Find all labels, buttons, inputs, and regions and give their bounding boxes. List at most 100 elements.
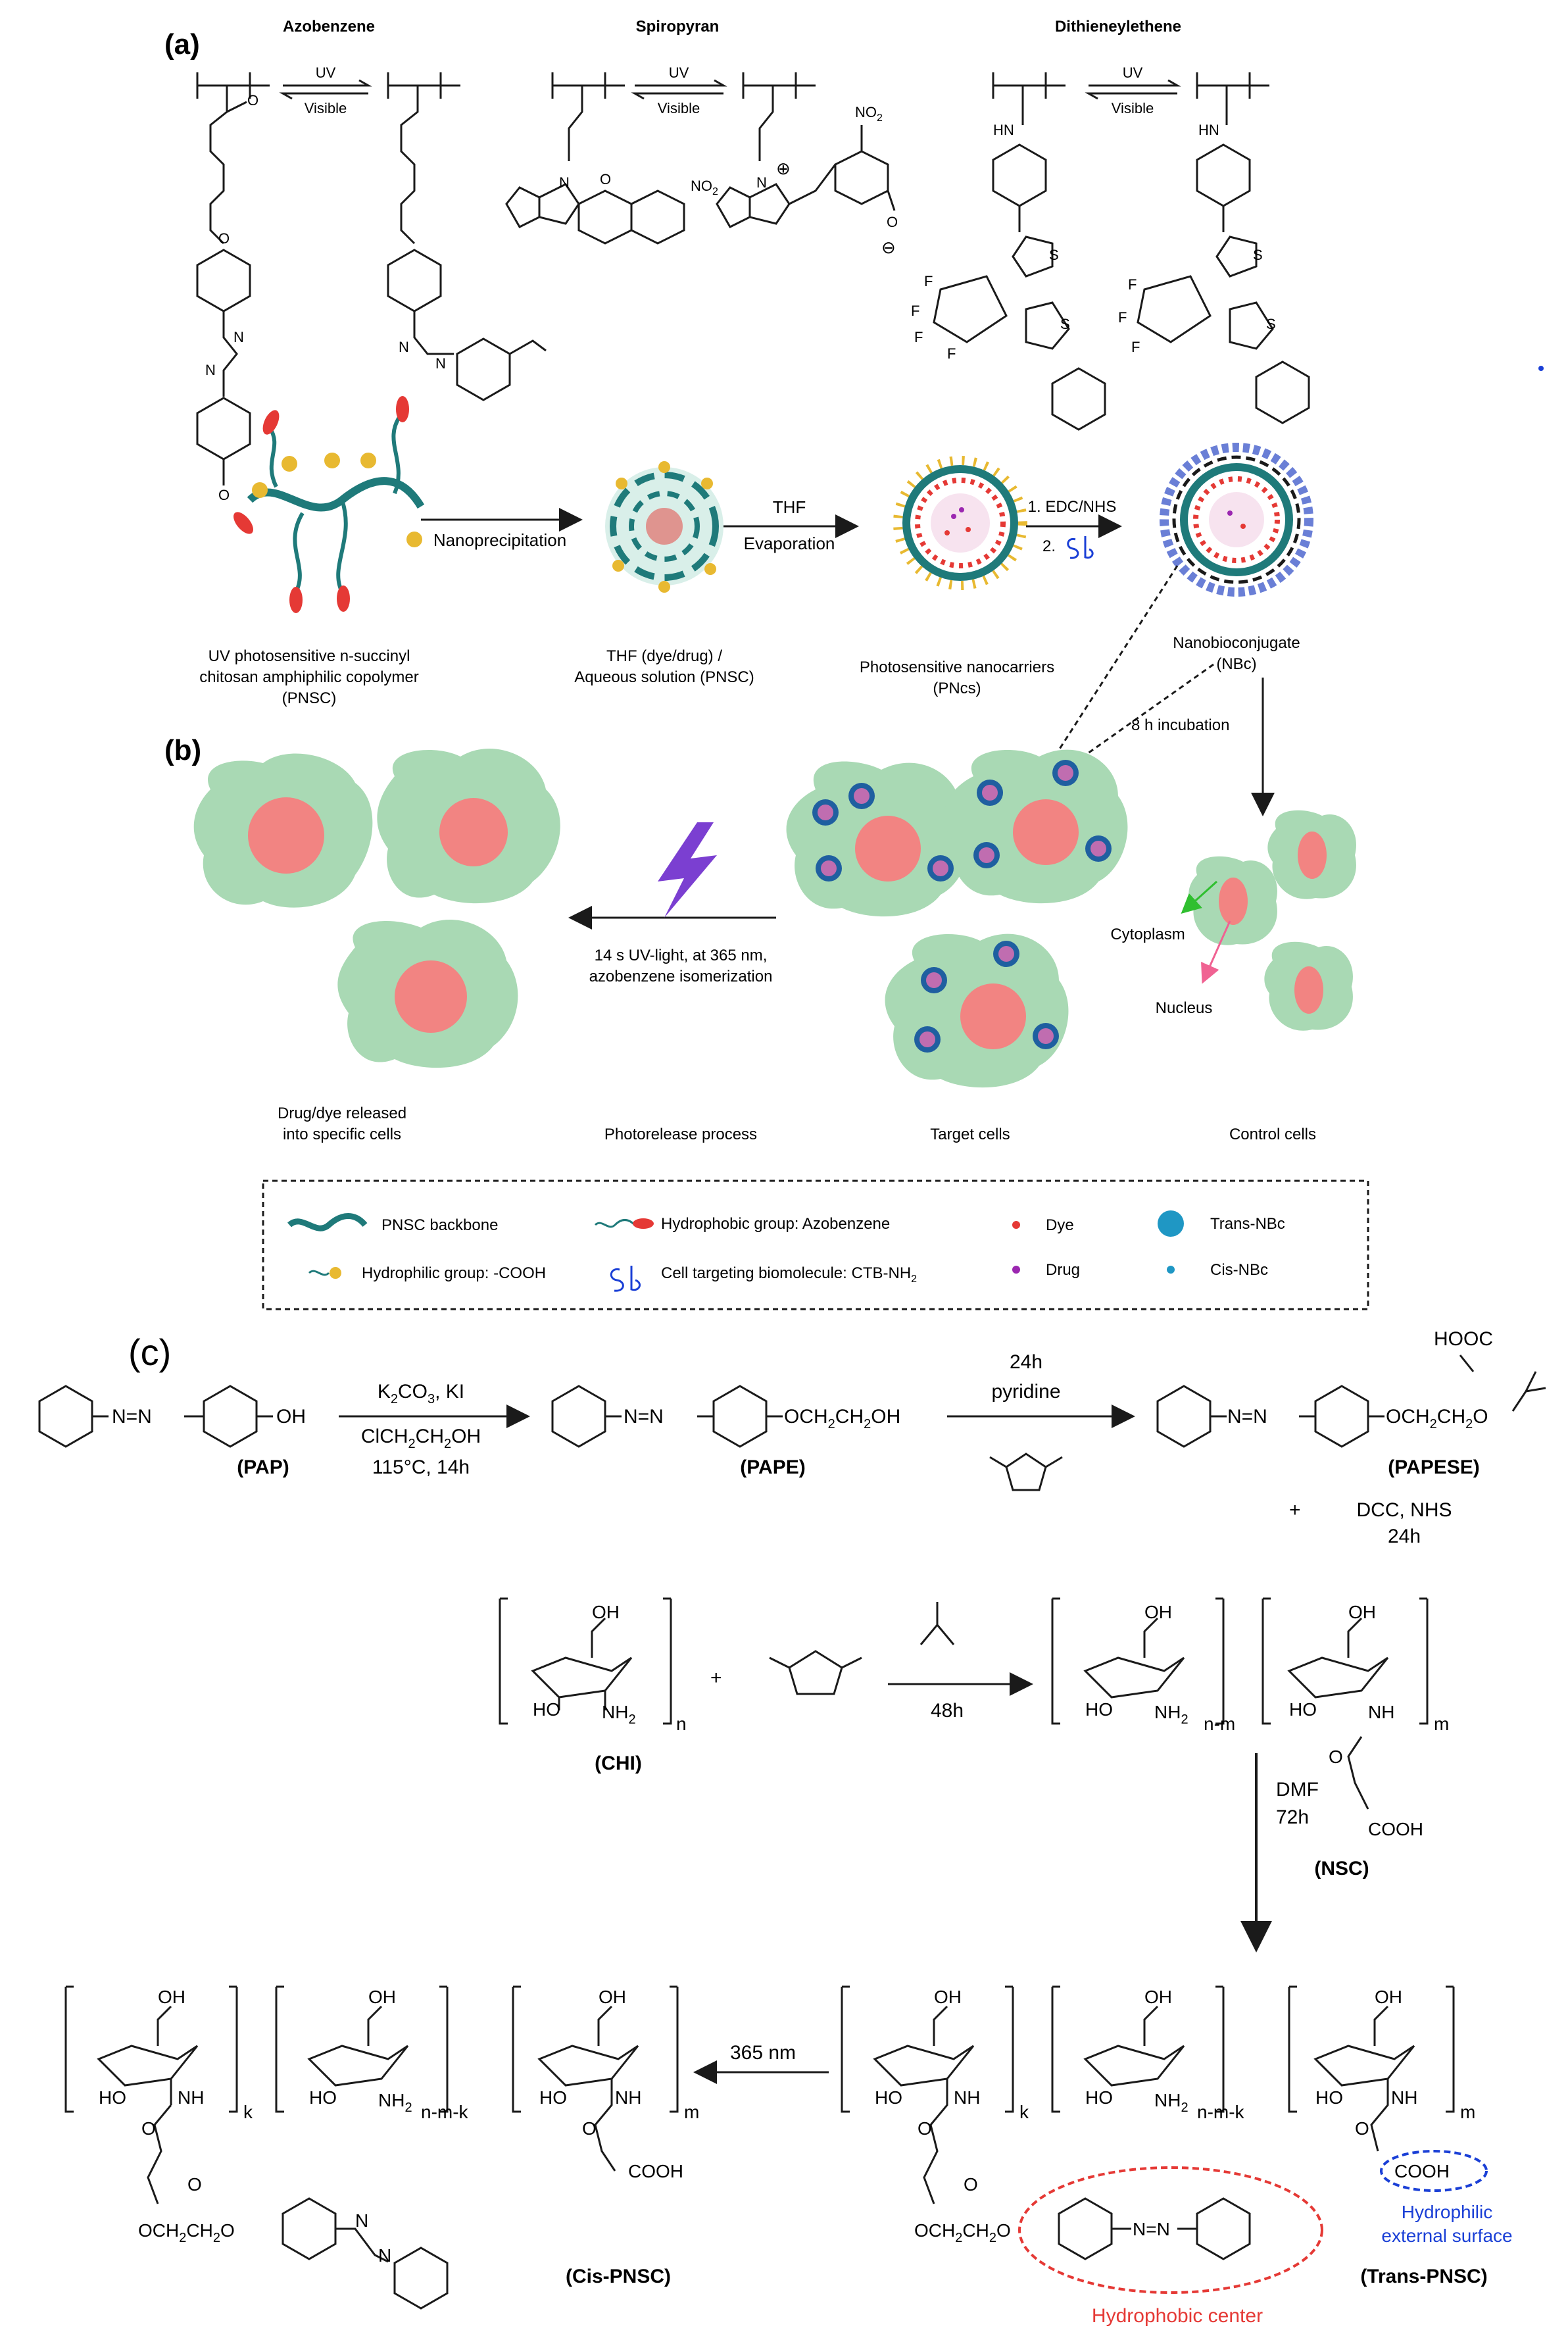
caption-pnsc-3: (PNSC) — [282, 689, 337, 707]
caption-thf-2: Aqueous solution (PNSC) — [574, 668, 754, 686]
photosensitive-nanocarrier-illustration — [893, 456, 1027, 590]
target-cell-3 — [885, 933, 1069, 1088]
pap-oh: OH — [276, 1406, 306, 1428]
step1-reagent: K2CO3, KI — [378, 1381, 464, 1406]
trans-ester: OCH2CH2O — [914, 2220, 1011, 2245]
trans-o-2: O — [964, 2174, 978, 2195]
caption-released-2: into specific cells — [283, 1126, 401, 1143]
trans-azo: N=N — [1133, 2219, 1170, 2239]
dte-closed-f-1: F — [1128, 276, 1137, 293]
nsc-ho-1: HO — [1085, 1699, 1113, 1720]
dcc-time: 24h — [1388, 1526, 1421, 1547]
dte-closed-s-2: S — [1266, 316, 1276, 332]
azobenzene-cis-structure — [387, 72, 547, 401]
cis-nh2: NH2 — [378, 2090, 412, 2115]
spiropyran-closed-structure — [505, 72, 685, 245]
equilibrium-arrow-dithienylethene — [1085, 79, 1181, 100]
papese-hooc: HOOC — [1434, 1328, 1493, 1350]
chi-label: (CHI) — [595, 1752, 642, 1774]
chi-oh: OH — [592, 1602, 620, 1622]
ctb-squiggle-icon — [1067, 536, 1094, 559]
nsc-oh-1: OH — [1144, 1602, 1172, 1622]
legend-cooh: Hydrophilic group: -COOH — [362, 1264, 546, 1282]
hydrophilic-label-1: Hydrophilic — [1402, 2202, 1493, 2222]
cis-nh-1: NH — [178, 2087, 204, 2108]
pape-structure — [551, 1385, 783, 1448]
uv-bolt-icon — [658, 822, 717, 918]
dte-f-3: F — [914, 329, 923, 345]
trans-oh-1: OH — [934, 1987, 962, 2007]
legend-cis: Cis-NBc — [1210, 1261, 1268, 1279]
nsc-m: m — [1434, 1714, 1449, 1734]
hydrophobic-highlight — [1018, 2166, 1323, 2294]
chi-nh2: NH2 — [602, 1702, 636, 1727]
panel-c-tag: (c) — [128, 1331, 171, 1373]
trans-nh2: NH2 — [1154, 2090, 1188, 2115]
spiro-open-minus: ⊖ — [881, 237, 896, 257]
trans-n-m-k: n-m-k — [1197, 2102, 1245, 2122]
caption-control: Control cells — [1229, 1126, 1316, 1143]
caption-pnsc-2: chitosan amphiphilic copolymer — [199, 668, 419, 686]
nsc-oh-2: OH — [1348, 1602, 1376, 1622]
cis-oh-2: OH — [368, 1987, 396, 2007]
papese-structure — [1156, 1354, 1546, 1448]
cis-cooh: COOH — [628, 2161, 683, 2181]
caption-pncs-1: Photosensitive nanocarriers — [860, 659, 1054, 676]
released-cell-2 — [377, 749, 560, 904]
dte-closed-f-3: F — [1131, 339, 1140, 355]
label-evaporation: Evaporation — [744, 534, 835, 553]
legend-dye: Dye — [1046, 1216, 1074, 1234]
step2-time: 24h — [1010, 1351, 1042, 1373]
trans-ho-2: HO — [1085, 2087, 1113, 2108]
cis-o-3: O — [582, 2118, 597, 2139]
azobenzene-trans-structure — [196, 72, 270, 485]
label-edc-nhs: 1. EDC/NHS — [1028, 498, 1117, 516]
succinic-anhydride-2 — [769, 1650, 862, 1695]
trans-nh-1: NH — [954, 2087, 980, 2108]
dashed-link-2 — [1078, 663, 1214, 761]
dte-hn: HN — [993, 122, 1014, 138]
dmf-label: DMF — [1276, 1779, 1319, 1801]
papese-tail: OCH2CH2O — [1386, 1406, 1488, 1431]
spiro-o: O — [600, 171, 611, 187]
cis-azo-n-2: N — [378, 2245, 391, 2266]
dithienylethene-open-structure — [933, 72, 1106, 431]
uv-label-2: UV — [669, 64, 689, 81]
label-incubation: 8 h incubation — [1131, 716, 1229, 734]
legend-dye-dot — [1012, 1221, 1020, 1229]
papese-azo: N=N — [1227, 1406, 1267, 1428]
dte-closed-f-2: F — [1118, 309, 1127, 326]
cis-ho-2: HO — [309, 2087, 337, 2108]
caption-thf-1: THF (dye/drug) / — [606, 647, 722, 665]
dcc-plus: + — [1289, 1499, 1301, 1521]
pap-label: (PAP) — [237, 1456, 289, 1478]
legend-azo: Hydrophobic group: Azobenzene — [661, 1215, 890, 1233]
equilibrium-arrow-spiropyran — [631, 79, 727, 100]
spiro-open-plus: ⊕ — [776, 159, 791, 178]
azo-cis-n-1: N — [399, 339, 409, 355]
nsc-nh2: NH2 — [1154, 1702, 1188, 1727]
thf-aggregate-illustration — [605, 461, 723, 593]
target-cell-1 — [786, 761, 970, 917]
plus-chi: + — [710, 1667, 722, 1689]
legend-cis-dot — [1167, 1266, 1175, 1274]
nsc-structure — [1051, 1597, 1429, 1810]
trans-oh-3: OH — [1375, 1987, 1402, 2007]
trans-o-3: O — [1355, 2118, 1369, 2139]
dte-f-4: F — [947, 345, 956, 362]
label-step-2: 2. — [1042, 537, 1056, 555]
nsc-o: O — [1329, 1747, 1343, 1767]
succinic-anhydride-1 — [989, 1453, 1063, 1491]
cis-ho-3: HO — [539, 2087, 567, 2108]
nsc-cooh: COOH — [1368, 1819, 1423, 1839]
hydrophobic-label: Hydrophobic center — [1092, 2305, 1263, 2327]
cis-ester: OCH2CH2O — [138, 2220, 235, 2245]
cis-oh-1: OH — [158, 1987, 185, 2007]
label-thf: THF — [773, 497, 806, 517]
dcc-label: DCC, NHS — [1356, 1499, 1452, 1521]
panel-a-tag: (a) — [164, 28, 200, 61]
caption-photorelease: Photorelease process — [604, 1126, 757, 1143]
dte-f-1: F — [924, 273, 933, 289]
